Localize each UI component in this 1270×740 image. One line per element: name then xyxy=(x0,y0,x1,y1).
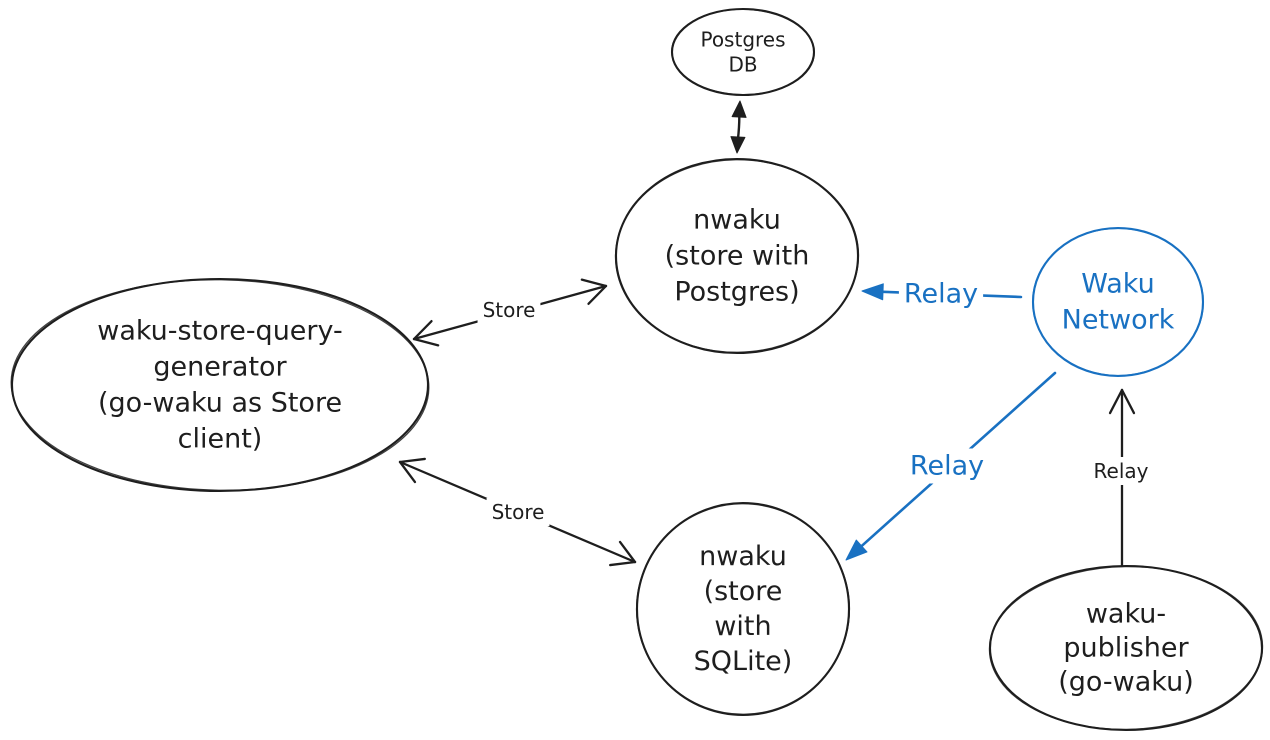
edge-label-relay-waku-publisher-waku-network: Relay xyxy=(1088,457,1154,485)
arrowhead-triangle-icon xyxy=(731,100,747,118)
node-label-line: (go-waku) xyxy=(1058,667,1194,698)
node-waku-store-query-generator: waku-store-query-generator (go-waku as St… xyxy=(10,277,430,493)
edge-label-gap xyxy=(477,296,541,324)
node-outline xyxy=(10,277,430,493)
edge-label-gap xyxy=(898,276,984,312)
node-label-line: Postgres xyxy=(700,28,785,52)
node-outline-sketch xyxy=(10,279,430,491)
node-outline-sketch xyxy=(671,8,815,96)
node-label-line: generator xyxy=(153,352,287,383)
edge-label-text: Relay xyxy=(910,451,984,482)
node-outline-sketch xyxy=(614,159,860,353)
arrowhead-vee-icon xyxy=(412,320,433,341)
node-label-line: Network xyxy=(1062,305,1175,336)
arrowhead-triangle-icon xyxy=(861,283,884,301)
edge-label-relay-waku-network-nwaku-postgres: Relay xyxy=(898,276,984,312)
node-label-line: (go-waku as Store xyxy=(98,388,342,419)
edge-label-text: Store xyxy=(483,298,536,322)
arrowhead-vee-icon xyxy=(412,337,440,347)
edge-label-relay-waku-network-nwaku-sqlite: Relay xyxy=(904,448,990,484)
node-outline-sketch xyxy=(635,503,851,715)
edge-label-text: Relay xyxy=(904,279,978,310)
node-label-line: publisher xyxy=(1063,633,1189,664)
node-label-line: with xyxy=(714,611,771,642)
node-label-line: DB xyxy=(728,53,757,77)
node-label-line: waku-store-query- xyxy=(97,316,343,347)
arrowhead-triangle-icon xyxy=(730,136,746,154)
node-outline xyxy=(635,501,851,717)
node-outline-sketch xyxy=(1032,227,1204,377)
arrowhead-triangle-icon xyxy=(845,539,868,561)
edge-label-gap xyxy=(904,448,990,484)
node-label-line: (store with xyxy=(665,241,810,272)
arrowhead-vee-icon xyxy=(587,284,608,305)
arrowhead-vee-icon xyxy=(1120,388,1136,415)
node-label-line: (store xyxy=(704,576,783,607)
node-waku-publisher: waku-publisher(go-waku) xyxy=(988,564,1264,732)
edge-label-text: Store xyxy=(492,500,545,524)
node-label-line: Postgres) xyxy=(674,277,799,308)
edge-label-gap xyxy=(1088,457,1154,485)
arrowhead-vee-icon xyxy=(609,560,637,567)
node-label-line: nwaku xyxy=(693,205,781,236)
node-label-line: Waku xyxy=(1081,269,1154,300)
arrowhead-vee-icon xyxy=(1108,388,1124,415)
edge-label-store-query-generator-nwaku-postgres: Store xyxy=(477,296,541,324)
edge-label-gap xyxy=(486,498,550,526)
node-label-line: nwaku xyxy=(699,541,787,572)
node-outline-sketch xyxy=(988,565,1264,731)
edge-postgres-db-to-nwaku-postgres xyxy=(730,100,747,154)
edge-label-store-query-generator-nwaku-sqlite: Store xyxy=(486,498,550,526)
arrowhead-vee-icon xyxy=(580,278,608,288)
arrowhead-vee-icon xyxy=(398,460,417,484)
node-label-line: waku- xyxy=(1086,599,1166,630)
node-label-line: SQLite) xyxy=(694,646,793,677)
arrowhead-vee-icon xyxy=(398,457,426,464)
arrowhead-vee-icon xyxy=(618,540,637,564)
node-label-line: client) xyxy=(178,424,263,455)
edge-label-text: Relay xyxy=(1094,459,1149,483)
